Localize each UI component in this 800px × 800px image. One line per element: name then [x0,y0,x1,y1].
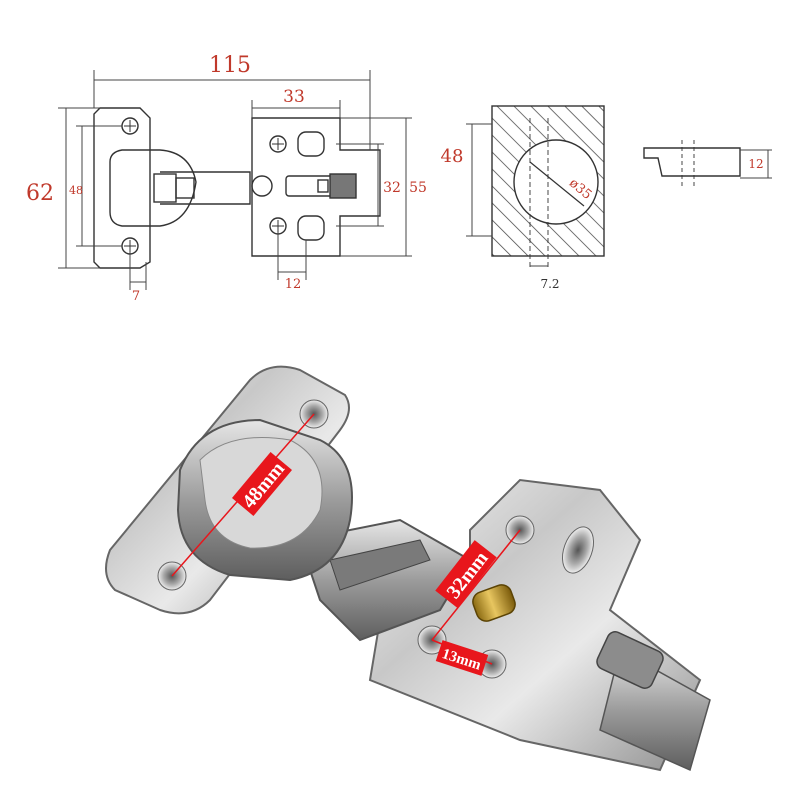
mounting-plate-outline [251,117,381,257]
dim-inner-height: 48 [69,184,83,197]
hinge-arm-outline [160,171,251,205]
plate-screw-top-left [269,135,287,153]
arm-pivot [251,175,273,197]
dim-overall-width: 115 [209,53,251,78]
cup-edge-distance-label: 7.2 [540,277,559,291]
dim-screw-spacing: 12 [285,277,302,292]
cup-side-view-drawing [643,140,772,188]
hinge-top-view-drawing [93,107,381,269]
plate-slot-top [297,131,325,157]
cup-body-outline [109,149,197,227]
drawing-dimension-lines [58,70,412,290]
cup-bore-section-drawing [466,105,605,270]
dim-plate-height: 55 [409,180,427,196]
cup-height-label: 12 [748,157,763,171]
dim-overall-height: 62 [26,181,54,206]
plate-slot [561,526,595,574]
hinge-product-photo [105,365,711,772]
plate-slot-bottom [297,215,325,241]
hinge-arm [298,518,472,642]
dim-plate-inner-height: 32 [383,180,401,196]
brass-damper [472,584,516,622]
cup-plate-outline [93,107,151,269]
cup-bore-circle [513,139,599,225]
cup-depth-label: 48 [441,146,464,167]
dim-arm-offset: 7 [132,289,140,304]
dim-plate-width: 33 [283,87,305,107]
